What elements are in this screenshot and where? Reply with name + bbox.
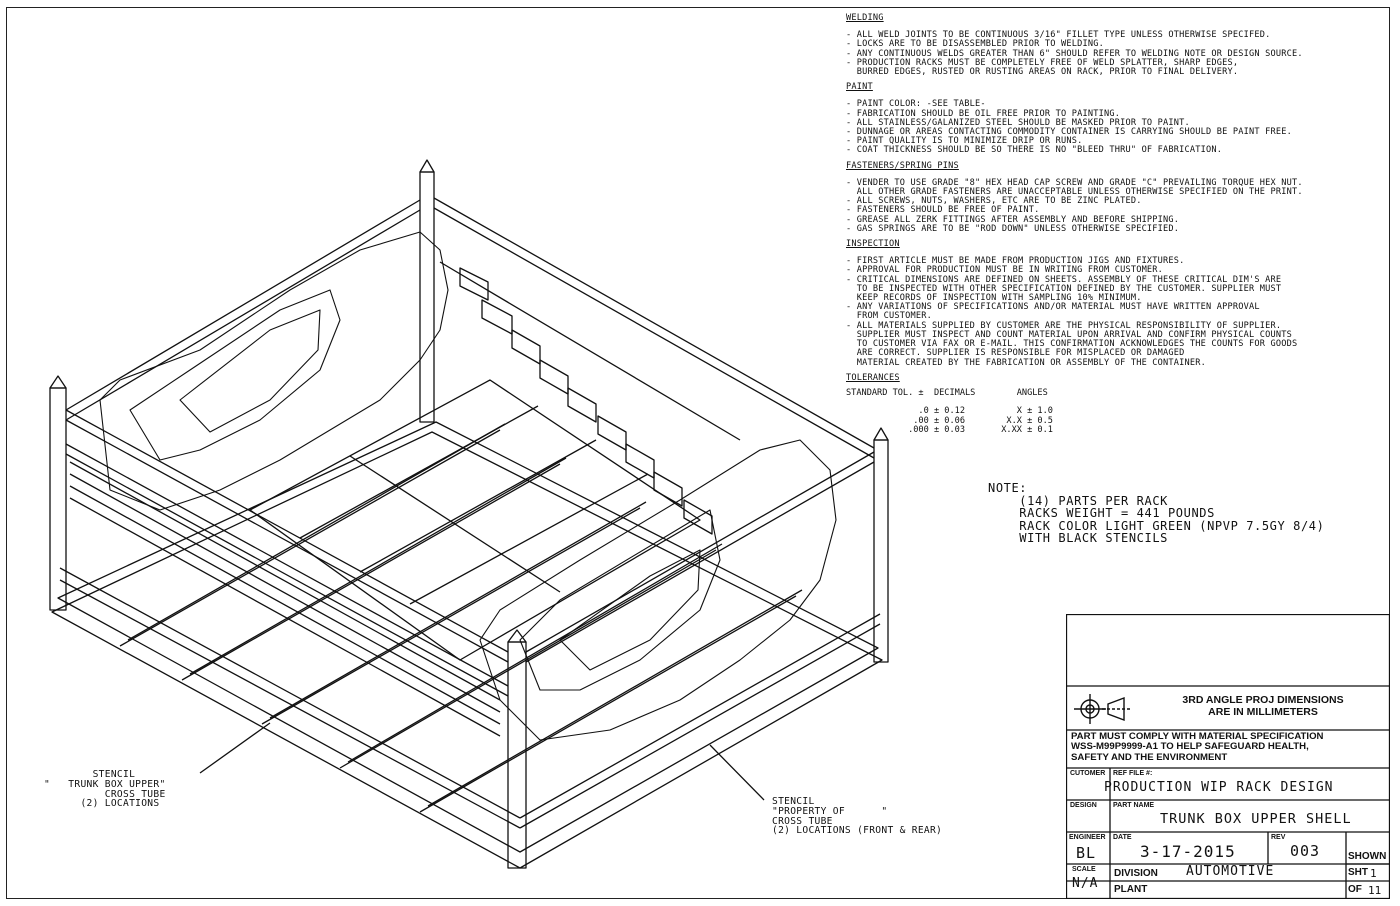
shown-label: SHOWN [1348,851,1387,862]
paint-item: - COAT THICKNESS SHOULD BE SO THERE IS N… [846,145,1223,156]
inspection-item: - ANY VARIATIONS OF SPECIFICATIONS AND/O… [846,302,1260,322]
drawing-sheet-border [6,7,1390,899]
division-value: AUTOMOTIVE [1186,864,1275,879]
stencil-right-leader [709,744,765,801]
rack-middle-shelf [249,379,701,661]
rack-support-blocks [439,261,741,535]
scale-value: N/A [1072,876,1099,891]
sheet-of-label: OF [1348,884,1362,895]
rack-base-frame [51,421,883,869]
date-value: 3-17-2015 [1140,842,1236,861]
fasteners-item: - ALL SCREWS, NUTS, WASHERS, ETC ARE TO … [846,196,1142,207]
projection-note: 3RD ANGLE PROJ DIMENSIONS ARE IN MILLIME… [1182,694,1344,718]
fasteners-item: - VENDER TO USE GRADE "8" HEX HEAD CAP S… [846,177,1303,198]
stencil-left-leader [199,722,271,774]
welding-item: - ALL WELD JOINTS TO BE CONTINUOUS 3/16"… [846,30,1271,41]
date-label: DATE [1113,834,1132,841]
stencil-callout-right: STENCIL "PROPERTY OF " CROSS TUBE (2) LO… [772,796,943,837]
inspection-title: INSPECTION [846,239,900,250]
rack-top-rails [65,197,875,697]
paint-item: - ALL STAINLESS/GALANIZED STEEL SHOULD B… [846,117,1190,128]
paint-item: - FABRICATION SHOULD BE OIL FREE PRIOR T… [846,108,1121,119]
plant-label: PLANT [1114,884,1148,895]
engineer-label: ENGINEER [1069,834,1106,841]
general-notes: WELDING - ALL WELD JOINTS TO BE CONTINUO… [846,13,1386,391]
third-angle-projection-icon [1074,694,1130,724]
inspection-item: - APPROVAL FOR PRODUCTION MUST BE IN WRI… [846,265,1164,276]
rev-label: REV [1271,834,1286,841]
paint-title: PAINT [846,82,873,93]
design-label: DESIGN [1070,802,1097,809]
inspection-item: - FIRST ARTICLE MUST BE MADE FROM PRODUC… [846,256,1185,267]
ref-file-value: PRODUCTION WIP RACK DESIGN [1104,780,1334,795]
trunk-box-part-right [479,439,837,741]
part-name-label: PART NAME [1113,802,1155,809]
inspection-item: - ALL MATERIALS SUPPLIED BY CUSTOMER ARE… [846,320,1298,368]
part-name-value: TRUNK BOX UPPER SHELL [1160,811,1352,827]
rack-corner-posts [49,159,889,869]
paint-item: - DUNNAGE OR AREAS CONTACTING COMMODITY … [846,127,1293,138]
scale-label: SCALE [1072,866,1096,873]
inspection-item: - CRITICAL DIMENSIONS ARE DEFINED ON SHE… [846,274,1282,304]
division-label: DIVISION [1114,868,1158,879]
paint-item: - PAINT COLOR: -SEE TABLE- [846,99,986,110]
title-block-grid [1066,614,1390,899]
fasteners-item: - GREASE ALL ZERK FITTINGS AFTER ASSEMBL… [846,214,1180,225]
rack-rollers-front [69,461,501,737]
title-block: 3RD ANGLE PROJ DIMENSIONS ARE IN MILLIME… [1066,614,1390,899]
fasteners-item: - FASTENERS SHOULD BE FREE OF PAINT. [846,205,1040,216]
engineer-value: BL [1076,844,1097,862]
rev-value: 003 [1290,842,1321,860]
trunk-box-part-left [99,231,449,511]
sheet-of-value: 11 [1368,884,1382,897]
welding-title: WELDING [846,13,884,23]
tolerances-title: TOLERANCES [846,372,900,383]
tolerances-table: STANDARD TOL. ± DECIMALS ANGLES .0 ± 0.1… [846,388,1053,435]
customer-label: CUTOMER [1070,770,1106,777]
rack-note: NOTE: (14) PARTS PER RACK RACKS WEIGHT =… [988,481,1325,546]
welding-item: - LOCKS ARE TO BE DISASSEMBLED PRIOR TO … [846,39,1104,50]
fasteners-item: - GAS SPRINGS ARE TO BE "ROD DOWN" UNLES… [846,223,1180,234]
material-compliance-note: PART MUST COMPLY WITH MATERIAL SPECIFICA… [1071,731,1324,763]
fasteners-title: FASTENERS/SPRING PINS [846,160,959,171]
welding-item: - ANY CONTINUOUS WELDS GREATER THAN 6" S… [846,48,1303,59]
welding-item: - PRODUCTION RACKS MUST BE COMPLETELY FR… [846,57,1239,78]
paint-item: - PAINT QUALITY IS TO MINIMIZE DRIP OR R… [846,136,1083,147]
stencil-callout-left: STENCIL " TRUNK BOX UPPER" CROSS TUBE (2… [44,769,166,810]
sheet-label: SHT [1348,867,1368,878]
sheet-value: 1 [1370,867,1377,880]
ref-file-label: REF FILE #: [1113,770,1153,777]
